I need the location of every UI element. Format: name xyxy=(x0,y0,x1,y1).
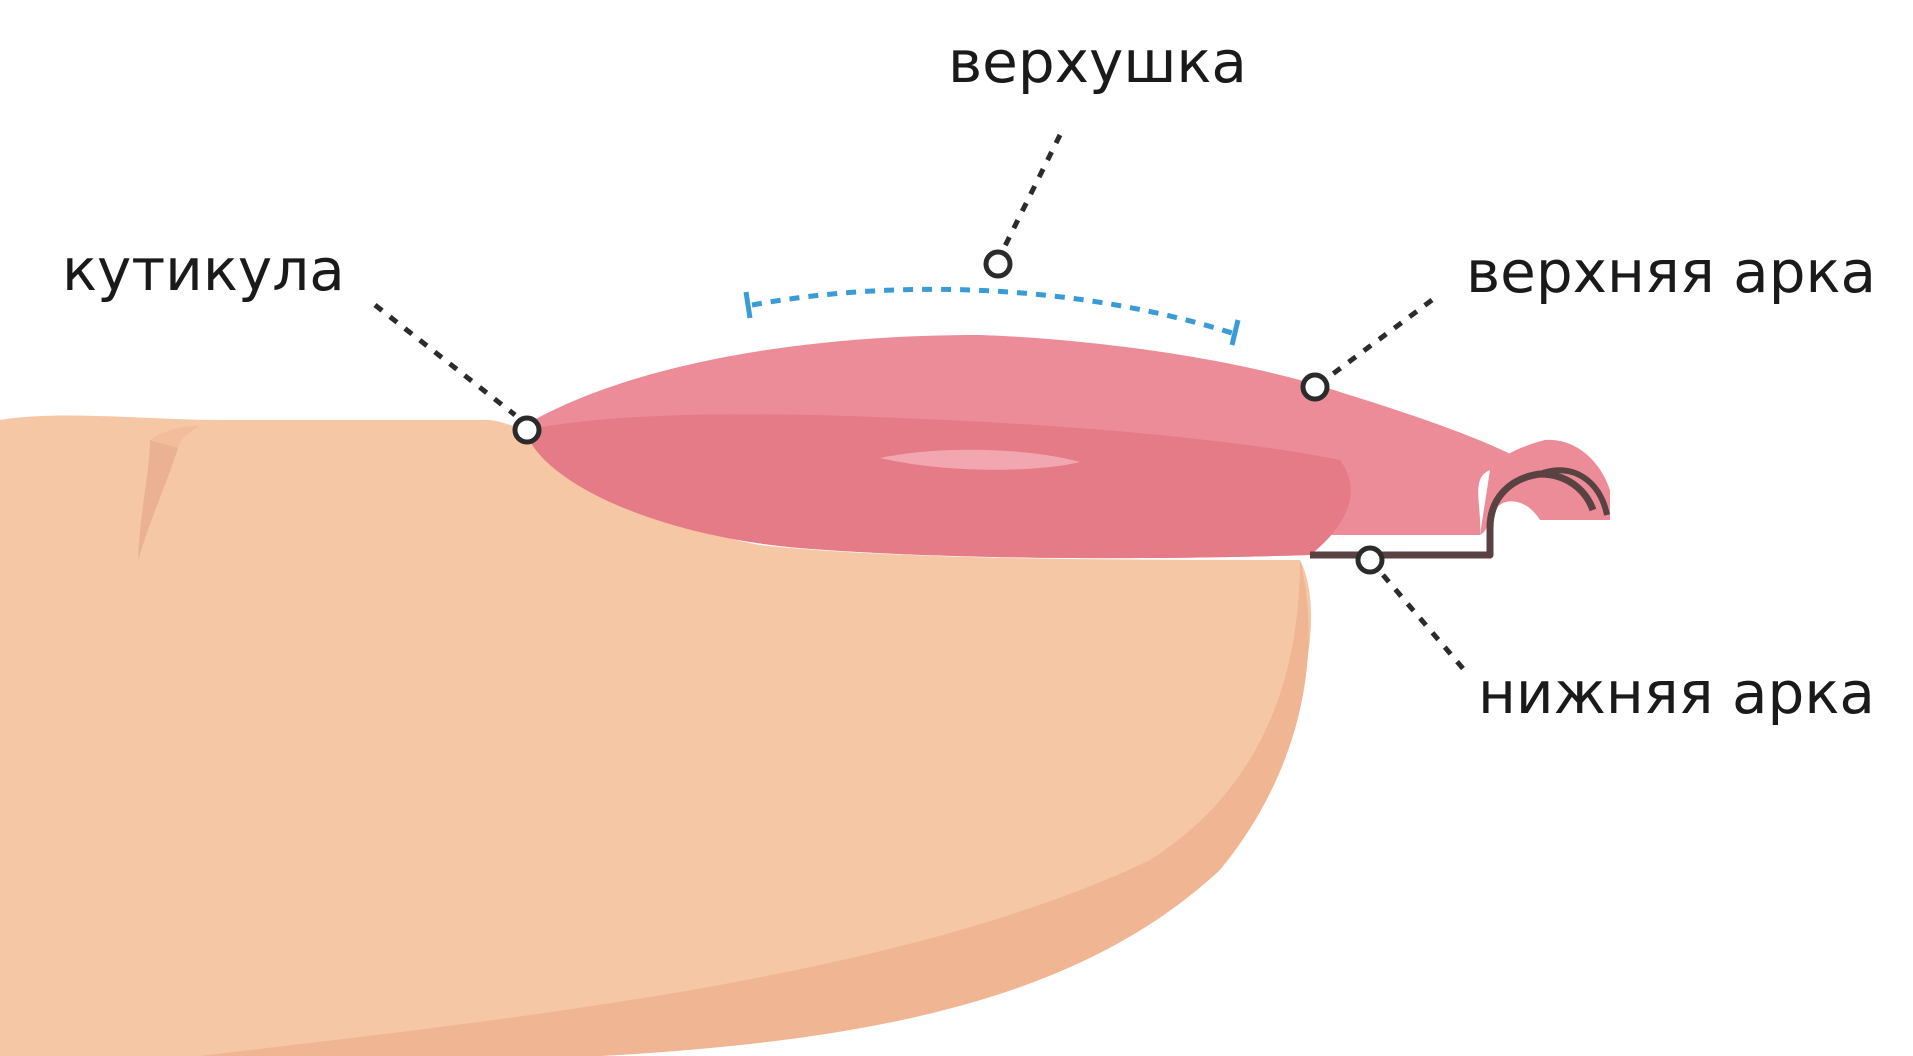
upper-arch-leader xyxy=(1330,300,1432,376)
apex-label: верхушка xyxy=(948,28,1247,96)
cuticle-leader xyxy=(375,305,515,415)
nail xyxy=(525,335,1610,558)
callout-upper-arch: верхняя арка xyxy=(1303,238,1876,399)
callout-cuticle: кутикула xyxy=(62,236,539,442)
upper-arch-marker xyxy=(1303,375,1327,399)
apex-leader xyxy=(1003,135,1060,250)
apex-arc-line xyxy=(752,289,1232,333)
callout-apex: верхушка xyxy=(948,28,1247,276)
lower-arch-leader xyxy=(1383,575,1466,672)
apex-marker xyxy=(986,252,1010,276)
upper-arch-label: верхняя арка xyxy=(1466,238,1876,306)
lower-arch-marker xyxy=(1358,548,1382,572)
cuticle-marker xyxy=(515,418,539,442)
apex-arc-end-left xyxy=(746,292,750,318)
callout-lower-arch: нижняя арка xyxy=(1358,548,1875,727)
apex-arc-end-right xyxy=(1232,320,1238,345)
cuticle-label: кутикула xyxy=(62,236,345,304)
lower-arch-label: нижняя арка xyxy=(1478,659,1875,727)
